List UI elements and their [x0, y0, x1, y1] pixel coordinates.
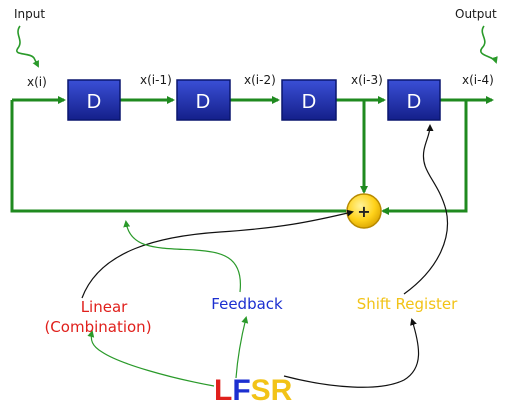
signal-x-i-1: x(i-1) [140, 73, 172, 87]
delay-label: D [302, 91, 316, 113]
f-pointer-curve [235, 316, 249, 379]
signal-x-i-4: x(i-4) [462, 73, 494, 87]
acronym-r: R [271, 374, 293, 407]
delay-block-1: D [67, 79, 121, 121]
sr-pointer-curve [283, 318, 420, 388]
acronym-lfsr: LFSR [214, 374, 293, 407]
tap-x-i-4 [381, 100, 468, 215]
output-label: Output [455, 7, 497, 21]
combination-label: (Combination) [44, 318, 151, 336]
input-squiggle [16, 25, 39, 68]
feedback-label: Feedback [211, 295, 283, 313]
signal-x-i: x(i) [27, 75, 47, 89]
acronym-s: S [251, 374, 271, 407]
adder-symbol: + [357, 202, 370, 221]
acronym-l: L [214, 374, 232, 407]
signal-x-i-3: x(i-3) [351, 73, 383, 87]
shift-register-pointer-curve [403, 124, 449, 295]
delay-label: D [196, 91, 210, 113]
delay-block-2: D [176, 79, 231, 121]
linear-label: Linear [81, 298, 128, 316]
signal-x-i-2: x(i-2) [244, 73, 276, 87]
feedback-pointer-curve [123, 220, 241, 293]
delay-block-3: D [281, 79, 337, 121]
output-squiggle [479, 25, 498, 64]
feedback-wires [10, 100, 468, 215]
acronym-f: F [232, 374, 250, 407]
input-label: Input [14, 7, 45, 21]
xor-adder: + [346, 193, 382, 229]
delay-label: D [87, 91, 101, 113]
shift-register-label: Shift Register [357, 295, 458, 313]
delay-label: D [407, 91, 421, 113]
linear-pointer-curve [81, 209, 354, 299]
l-pointer-curve [87, 330, 215, 387]
adder-to-input [10, 100, 346, 213]
delay-block-4: D [387, 79, 441, 121]
